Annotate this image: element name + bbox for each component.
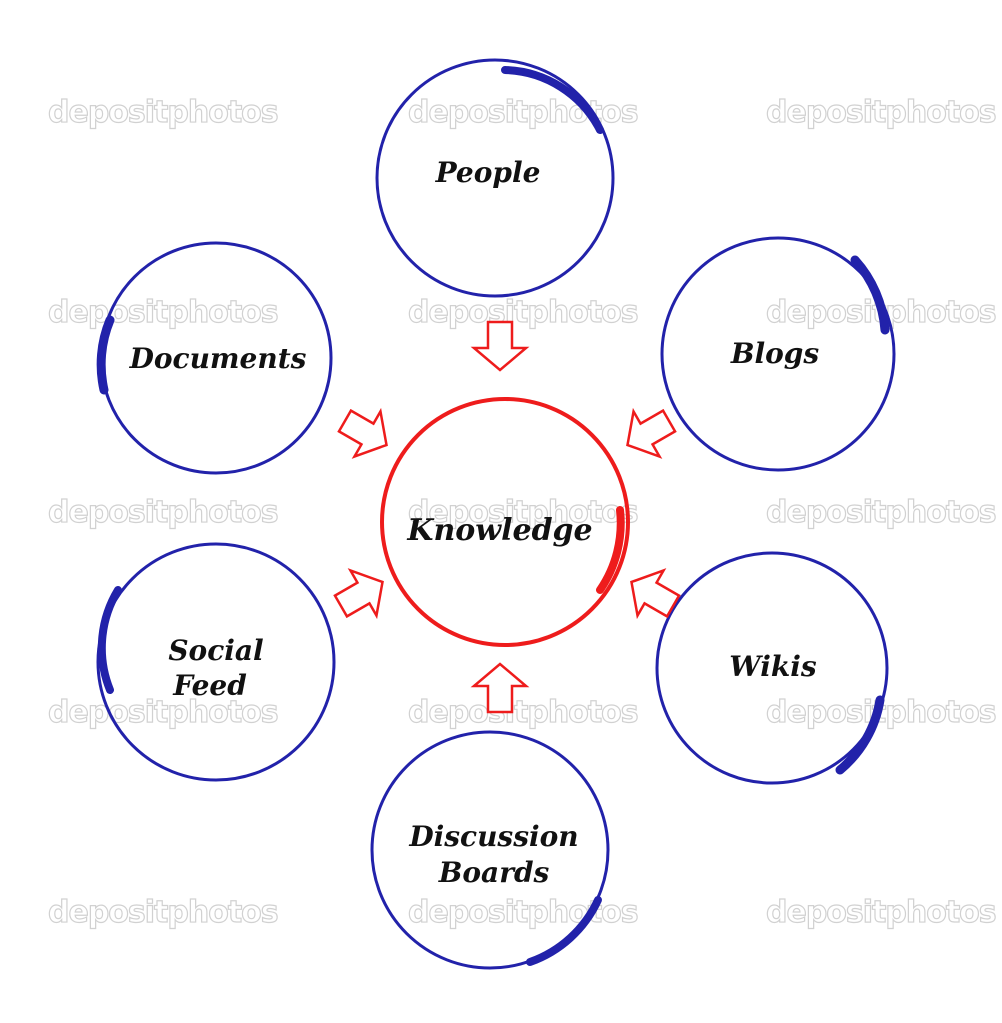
circle-discussion-boards <box>370 730 610 970</box>
arrows <box>333 320 681 714</box>
watermark: depositphotos <box>408 695 638 730</box>
watermark: depositphotos <box>48 895 278 930</box>
arrow-from-blogs <box>626 407 677 459</box>
labels: Knowledge People Blogs Wikis Discussion … <box>129 156 820 889</box>
center-label: Knowledge <box>406 513 592 548</box>
watermark: depositphotos <box>48 695 278 730</box>
watermark: depositphotos <box>408 95 638 130</box>
node-label-people: People <box>435 156 541 189</box>
arrow-from-people <box>470 320 530 372</box>
circle-people <box>375 58 615 298</box>
arrow-from-wikis <box>630 568 681 620</box>
node-label-social: Social <box>168 634 263 667</box>
watermark: depositphotos <box>766 495 996 530</box>
arrow-from-discussion-boards <box>470 662 530 714</box>
node-label-boards: Boards <box>438 856 550 889</box>
outer-circles <box>96 58 896 970</box>
circle-documents <box>96 241 333 475</box>
node-label-blogs: Blogs <box>730 337 820 370</box>
watermark: depositphotos <box>766 895 996 930</box>
arrow-from-documents <box>337 407 388 459</box>
circle-blogs <box>660 236 896 472</box>
arrow-from-social-feed <box>333 568 384 620</box>
watermark: depositphotos <box>408 495 638 530</box>
circle-social-feed <box>96 542 336 782</box>
node-label-documents: Documents <box>129 342 307 375</box>
watermark-layer: depositphotos depositphotos depositphoto… <box>47 94 997 930</box>
node-label-feed: Feed <box>172 669 247 702</box>
watermark: depositphotos <box>48 495 278 530</box>
watermark: depositphotos <box>48 295 278 330</box>
watermark: depositphotos <box>48 95 278 130</box>
watermark: depositphotos <box>766 95 996 130</box>
watermark: depositphotos <box>408 295 638 330</box>
node-label-wikis: Wikis <box>729 650 817 683</box>
watermark: depositphotos <box>408 895 638 930</box>
center-circle <box>380 397 630 647</box>
circle-wikis <box>655 551 889 785</box>
node-label-discussion: Discussion <box>408 820 578 853</box>
